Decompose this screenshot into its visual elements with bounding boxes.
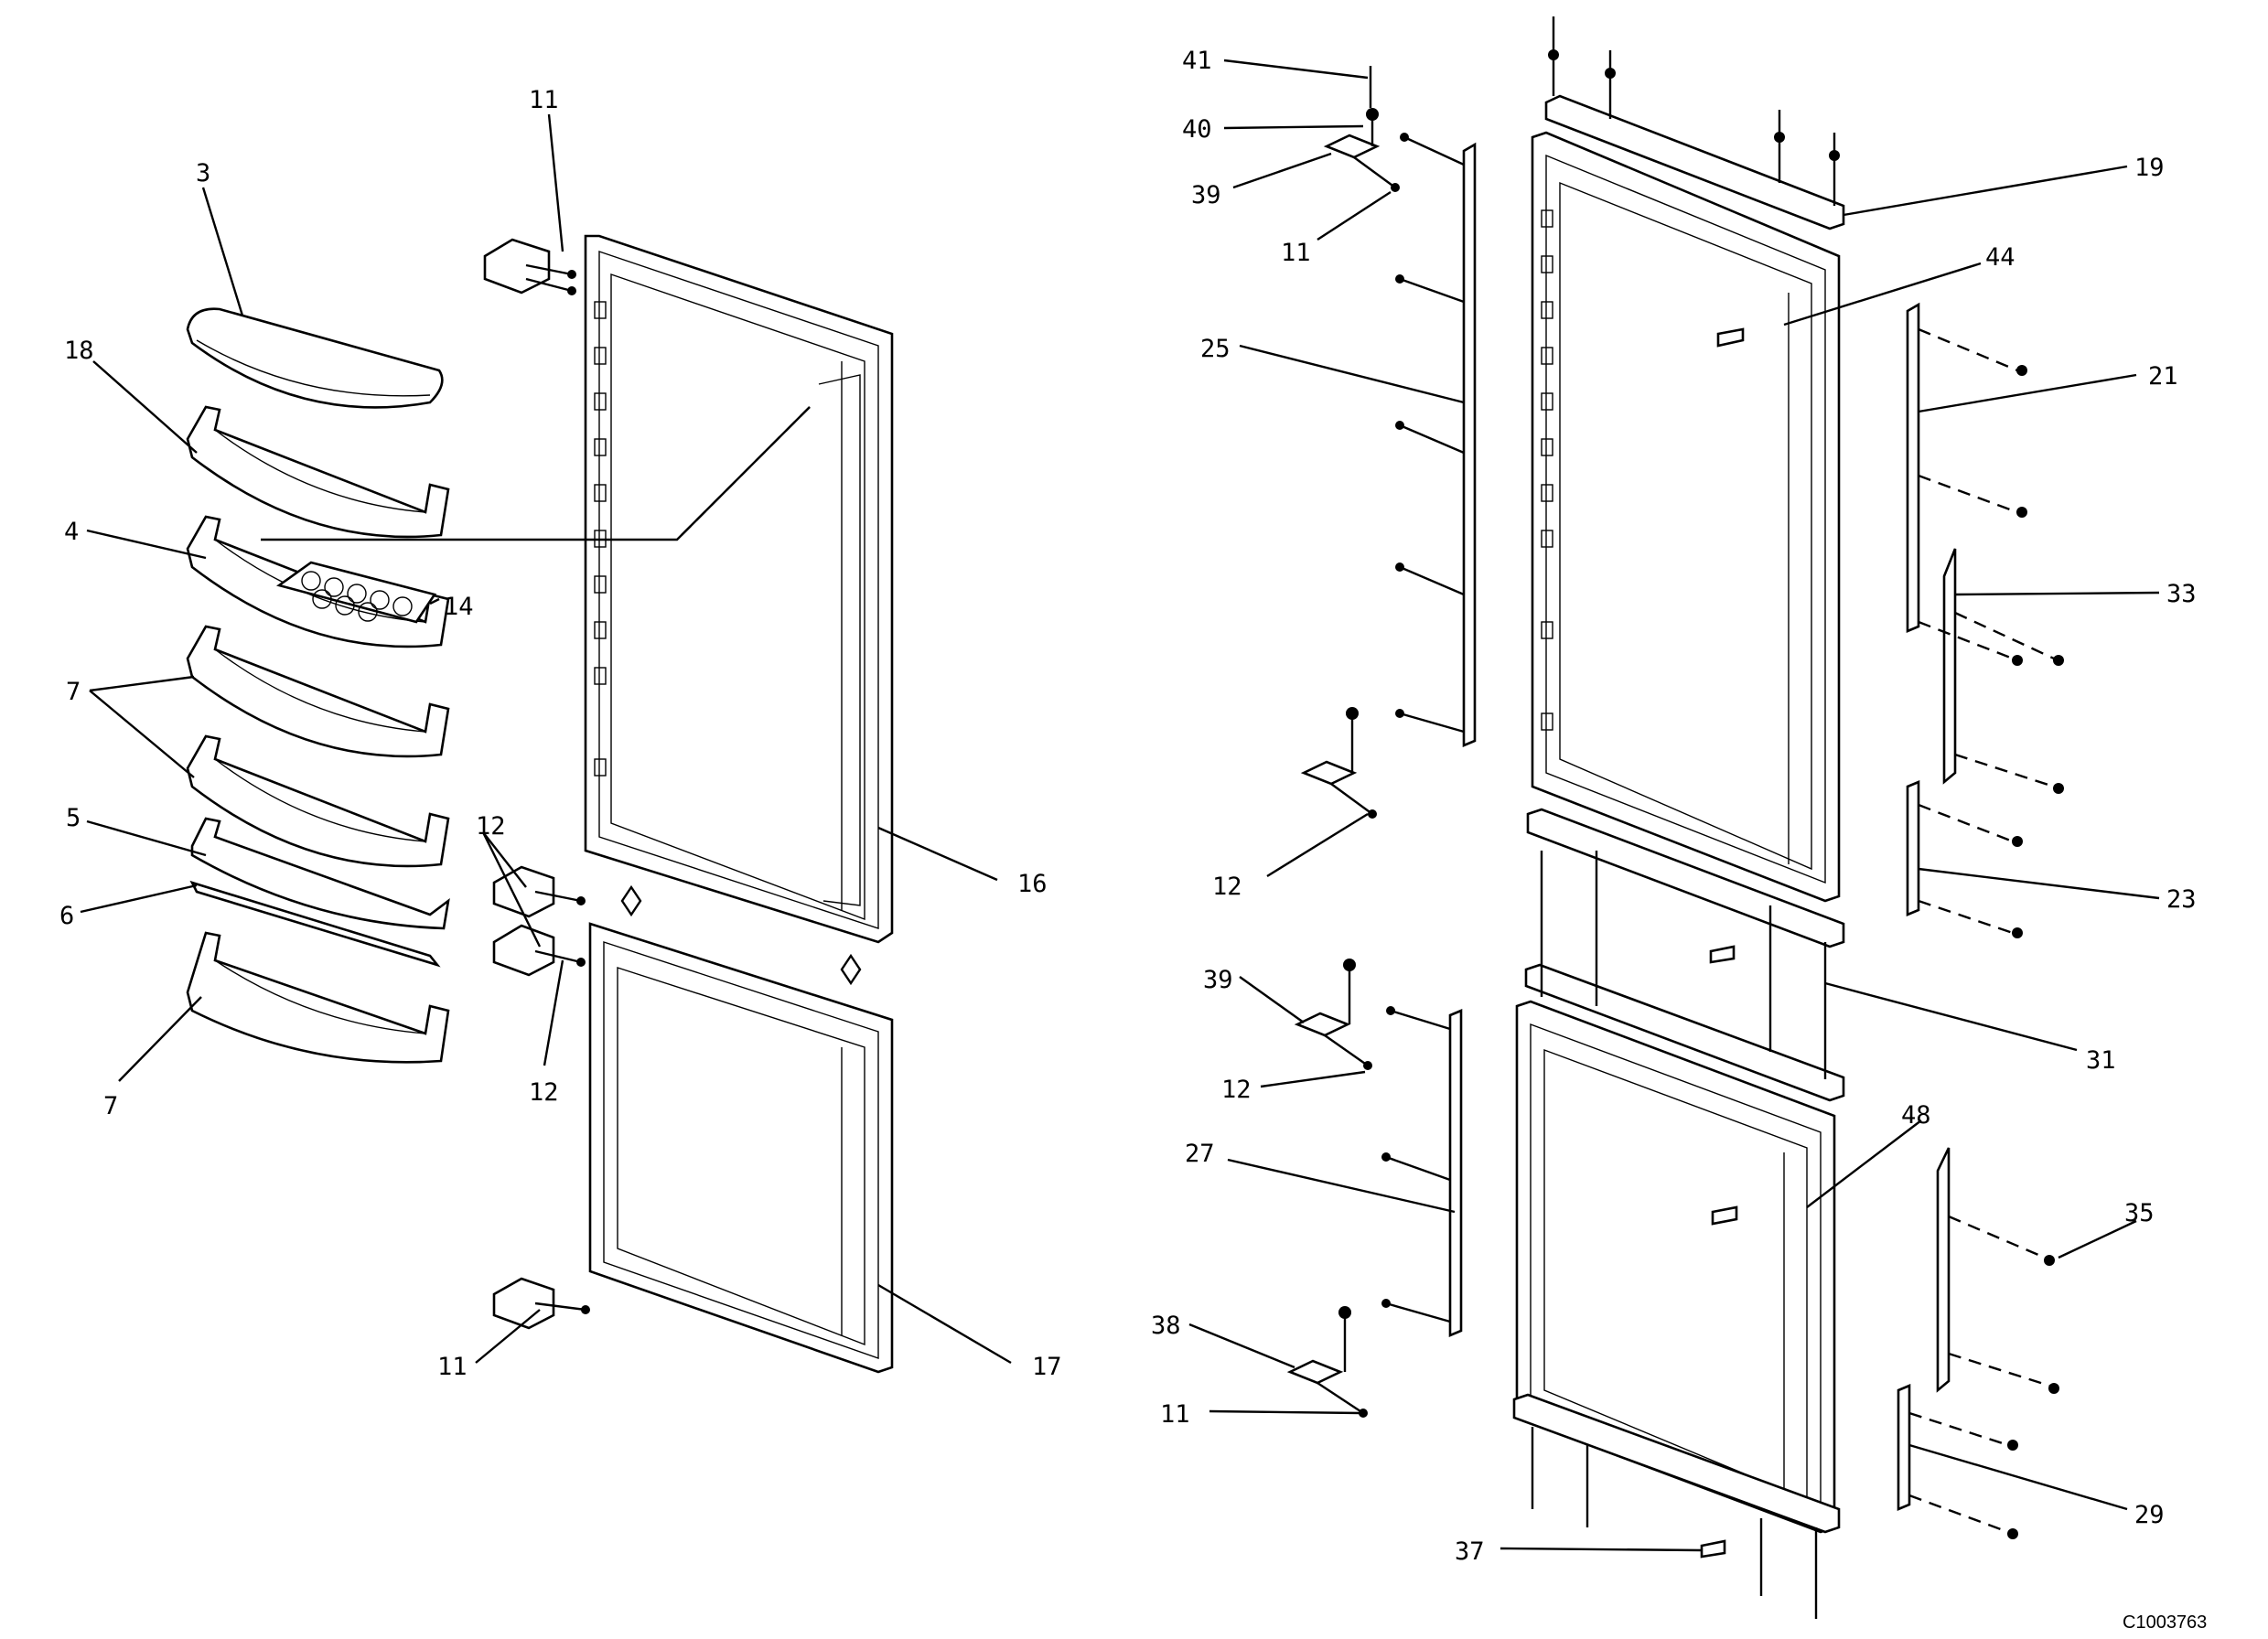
side-strip-29 [1897,1384,2018,1539]
leader-lines-right [1188,59,2160,1552]
lower-door-17 [588,922,894,1374]
callout-29: 29 [2134,1501,2165,1529]
callout-12-upper-left: 12 [476,812,506,841]
callout-21: 21 [2148,362,2178,391]
callout-39-lower: 39 [1203,966,1233,994]
callout-37: 37 [1455,1537,1485,1566]
side-strip-25 [1395,133,1477,747]
callout-38: 38 [1151,1312,1181,1340]
callout-5: 5 [66,804,81,832]
hinge-bracket-12-upper [1300,707,1377,819]
callout-12-lower-left: 12 [529,1078,559,1107]
callout-19: 19 [2134,154,2165,182]
hinge-upper [483,238,576,295]
side-strip-21 [1906,302,2027,633]
hinge-bracket-39-lower [1294,959,1372,1070]
top-trim-19 [1544,16,1845,230]
callout-11-top-right: 11 [1281,239,1311,267]
callout-4: 4 [64,518,79,546]
callout-11-bottom-right: 11 [1160,1400,1190,1429]
callout-33: 33 [2166,580,2197,608]
hinge-middle [492,865,586,977]
callout-40: 40 [1182,115,1212,144]
middle-trim [1524,808,1845,1102]
callout-11-bottom-left: 11 [437,1353,468,1381]
rail-6 [189,880,441,968]
side-strip-33 [1918,548,2064,794]
callout-27: 27 [1185,1140,1215,1168]
rail-5 [190,817,450,930]
egg-tray-14 [275,561,437,624]
callout-3: 3 [196,159,210,187]
screw-set-left [620,884,862,986]
shelf-7-upper [186,625,450,758]
leader-lines-left [80,113,1012,1365]
callout-labels: 3 18 4 14 7 5 6 7 11 12 12 11 16 17 41 4… [59,47,2207,1633]
callout-11-top-left: 11 [529,86,559,114]
callout-23: 23 [2166,885,2197,914]
side-strip-23 [1906,780,2023,938]
hinge-bracket-39-top [1323,66,1400,192]
shelf-7-middle [186,734,450,868]
callout-39-top: 39 [1191,181,1221,209]
callout-48: 48 [1901,1101,1931,1130]
callout-12-lower-right: 12 [1221,1076,1252,1104]
callout-25: 25 [1200,335,1231,363]
bottom-trim [1512,1393,1841,1619]
upper-door-right [1531,131,1841,903]
shelf-18 [186,405,450,539]
upper-door-16 [584,234,894,944]
callout-18: 18 [64,337,94,365]
callout-14: 14 [444,593,474,621]
shelf-3-cover [186,307,444,409]
callout-7-upper: 7 [66,678,81,706]
drawing-code: C1003763 [2123,1612,2207,1633]
shelf-7-lower [186,931,450,1064]
hinge-lower [492,1277,590,1330]
callout-6: 6 [59,902,74,930]
callout-12-upper-right: 12 [1212,873,1242,901]
hinge-bracket-38 [1286,1306,1368,1418]
callout-44: 44 [1985,243,2015,272]
callout-41: 41 [1182,47,1212,75]
side-strip-35 [1936,1147,2059,1394]
callout-35: 35 [2124,1199,2155,1227]
callout-16: 16 [1017,870,1048,898]
callout-7-lower: 7 [103,1092,118,1120]
callout-31: 31 [2086,1046,2116,1075]
side-strip-27 [1381,1006,1463,1337]
callout-17: 17 [1032,1353,1062,1381]
